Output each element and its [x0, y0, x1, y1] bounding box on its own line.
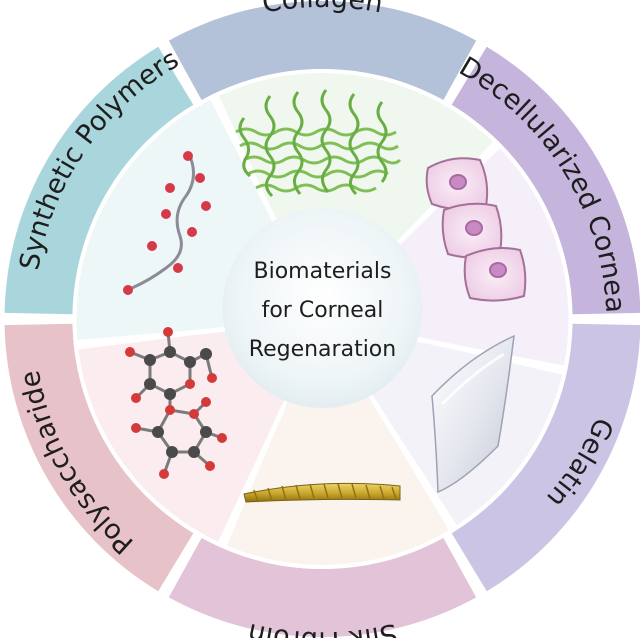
sector-ring-collagen: [168, 1, 477, 101]
sector-ring-decellularized-cornea: [451, 46, 640, 315]
sector-panel-collagen: [218, 72, 494, 319]
band-separator: [72, 69, 573, 569]
polysaccharide-molecule-icon: [125, 327, 227, 479]
sector-ring-silk-fibroin: [168, 537, 477, 637]
ring-divider: [444, 40, 485, 106]
collagen-mesh-icon: [235, 89, 402, 198]
sector-ring-polysaccharide: [4, 323, 194, 592]
gelatin-film-icon: [431, 334, 515, 494]
polymer-chain-icon: [123, 151, 211, 295]
panel-divider: [371, 399, 458, 533]
sector-ring-gelatin: [451, 323, 640, 592]
sector-panel-silk-fibroin: [226, 319, 449, 565]
corneal-cells-icon: [425, 157, 527, 302]
center-hub: Biomaterials for Corneal Regenaration: [222, 208, 423, 408]
ring-divider: [160, 532, 201, 598]
silk-fiber-icon: [243, 482, 401, 503]
center-title-line-2: for Corneal: [262, 298, 384, 323]
center-title-line-1: Biomaterials: [254, 259, 392, 284]
ring-divider: [160, 40, 201, 106]
ring-divider: [444, 532, 485, 598]
panel-divider: [210, 93, 283, 234]
sector-label-collagen: Collagen: [260, 0, 385, 19]
panel-divider: [218, 405, 286, 549]
center-title-line-3: Regenaration: [249, 337, 396, 362]
sector-ring-synthetic-polymers: [4, 46, 194, 315]
illustrations: [123, 89, 527, 503]
panel-divider: [73, 326, 228, 348]
